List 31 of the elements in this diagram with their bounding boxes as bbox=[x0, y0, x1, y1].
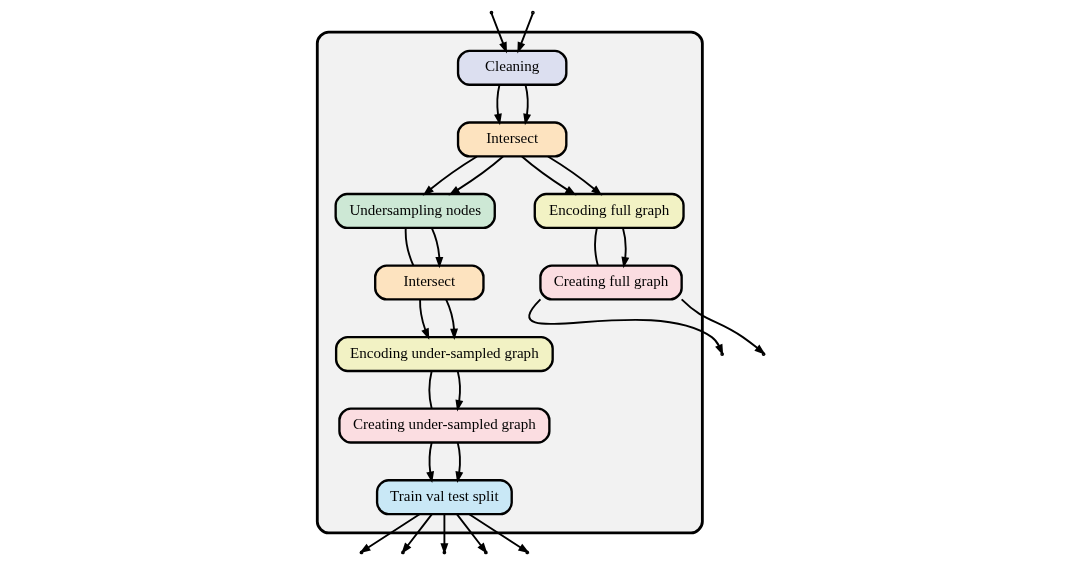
arrow bbox=[448, 155, 504, 196]
arrow bbox=[523, 84, 531, 126]
connector bbox=[428, 370, 433, 410]
arrow bbox=[490, 12, 507, 54]
arrow bbox=[419, 298, 430, 340]
arrow bbox=[494, 84, 502, 126]
arrow bbox=[455, 441, 464, 483]
arrow bbox=[426, 441, 435, 483]
node-box: Undersampling nodes bbox=[334, 192, 496, 230]
arrow bbox=[455, 370, 464, 412]
arrow bbox=[528, 298, 724, 356]
arrow bbox=[422, 155, 478, 196]
connector bbox=[594, 227, 599, 267]
connector bbox=[404, 227, 415, 267]
node-box: Encoding full graph bbox=[533, 192, 685, 230]
arrow bbox=[517, 12, 534, 54]
arrow bbox=[430, 227, 444, 269]
arrow bbox=[445, 298, 459, 340]
node-box: Creating full graph bbox=[539, 264, 683, 301]
node-box: Creating under-sampled graph bbox=[338, 407, 551, 444]
node-box: Intersect bbox=[374, 264, 485, 301]
cluster bbox=[315, 30, 704, 535]
arrow bbox=[621, 227, 630, 269]
arrow bbox=[521, 155, 577, 196]
arrow bbox=[680, 298, 766, 355]
arrow bbox=[547, 155, 603, 196]
arrow bbox=[401, 513, 433, 554]
node-box: Intersect bbox=[456, 121, 568, 158]
node-box: Encoding under-sampled graph bbox=[334, 335, 554, 373]
node-box: Cleaning bbox=[456, 49, 568, 86]
node-box: Train val test split bbox=[375, 479, 513, 516]
